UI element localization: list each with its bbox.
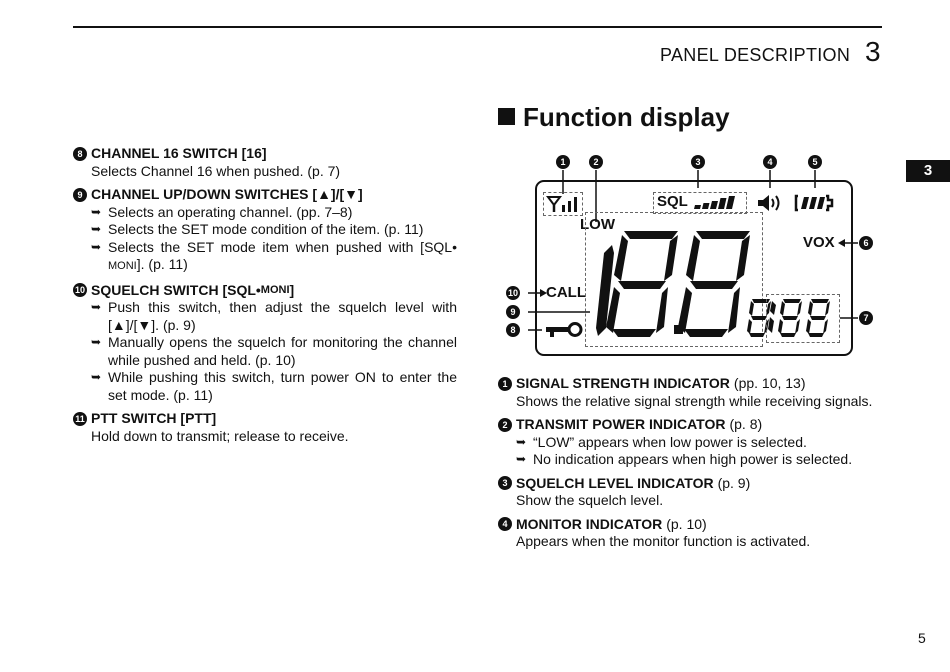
callout-2: 2: [589, 155, 603, 169]
speaker-icon: [758, 195, 780, 211]
arrow-bullet-icon: ➥: [516, 452, 527, 466]
function-display-diagram: 1 2 3 4 5 6 7 8 9 10 LOW SQL: [500, 150, 890, 356]
callout-10: 10: [506, 286, 520, 300]
chapter-tab: 3: [906, 160, 950, 182]
callout-5: 5: [808, 155, 822, 169]
call-label: CALL: [546, 284, 586, 301]
arrow-bullet-icon: ➥: [91, 300, 102, 314]
number-badge: 10: [73, 283, 87, 298]
lcd-frame: [535, 180, 853, 356]
callout-lines: [528, 170, 858, 331]
arrow-bullet-icon: ➥: [91, 222, 102, 236]
arrow-bullet-icon: ➥: [91, 370, 102, 384]
squelch-level-box: SQL: [653, 192, 747, 214]
arrow-bullet-icon: ➥: [91, 239, 102, 254]
battery-icon: [794, 194, 834, 212]
callout-1: 1: [556, 155, 570, 169]
header-rule: [73, 26, 882, 28]
number-badge: 9: [73, 187, 87, 202]
page-number: 5: [918, 630, 926, 646]
squelch-bars-icon: [694, 196, 735, 209]
number-badge: 1: [498, 376, 512, 391]
section-title: Function display: [498, 102, 730, 133]
signal-strength-icon: [546, 196, 577, 212]
vox-label: VOX: [803, 234, 835, 251]
channel-digits-box: [585, 212, 763, 347]
callout-6: 6: [859, 236, 873, 250]
key-icon: [546, 322, 583, 337]
sub-segment-digits-icon: [768, 299, 830, 337]
signal-strength-box: [543, 192, 583, 216]
callout-4: 4: [763, 155, 777, 169]
page-header-title: PANEL DESCRIPTION: [660, 45, 851, 65]
square-bullet-icon: [498, 108, 515, 125]
arrow-bullet-icon: ➥: [516, 434, 527, 449]
vox-arrow-icon: [838, 239, 845, 247]
chapter-number: 3: [865, 36, 881, 67]
number-badge: 4: [498, 517, 512, 532]
arrow-bullet-icon: ➥: [91, 335, 102, 349]
callout-9: 9: [506, 305, 520, 319]
channel-segment-digits-icon: [596, 231, 750, 337]
number-badge: 8: [73, 146, 87, 161]
arrow-bullet-icon: ➥: [91, 204, 102, 219]
callout-3: 3: [691, 155, 705, 169]
number-badge: 11: [73, 411, 87, 426]
callout-8: 8: [506, 323, 520, 337]
sub-digits-box: [766, 294, 840, 343]
number-badge: 2: [498, 417, 512, 432]
callout-7: 7: [859, 311, 873, 325]
call-arrow-icon: [540, 289, 547, 297]
low-label: LOW: [580, 216, 615, 233]
number-badge: 3: [498, 476, 512, 491]
